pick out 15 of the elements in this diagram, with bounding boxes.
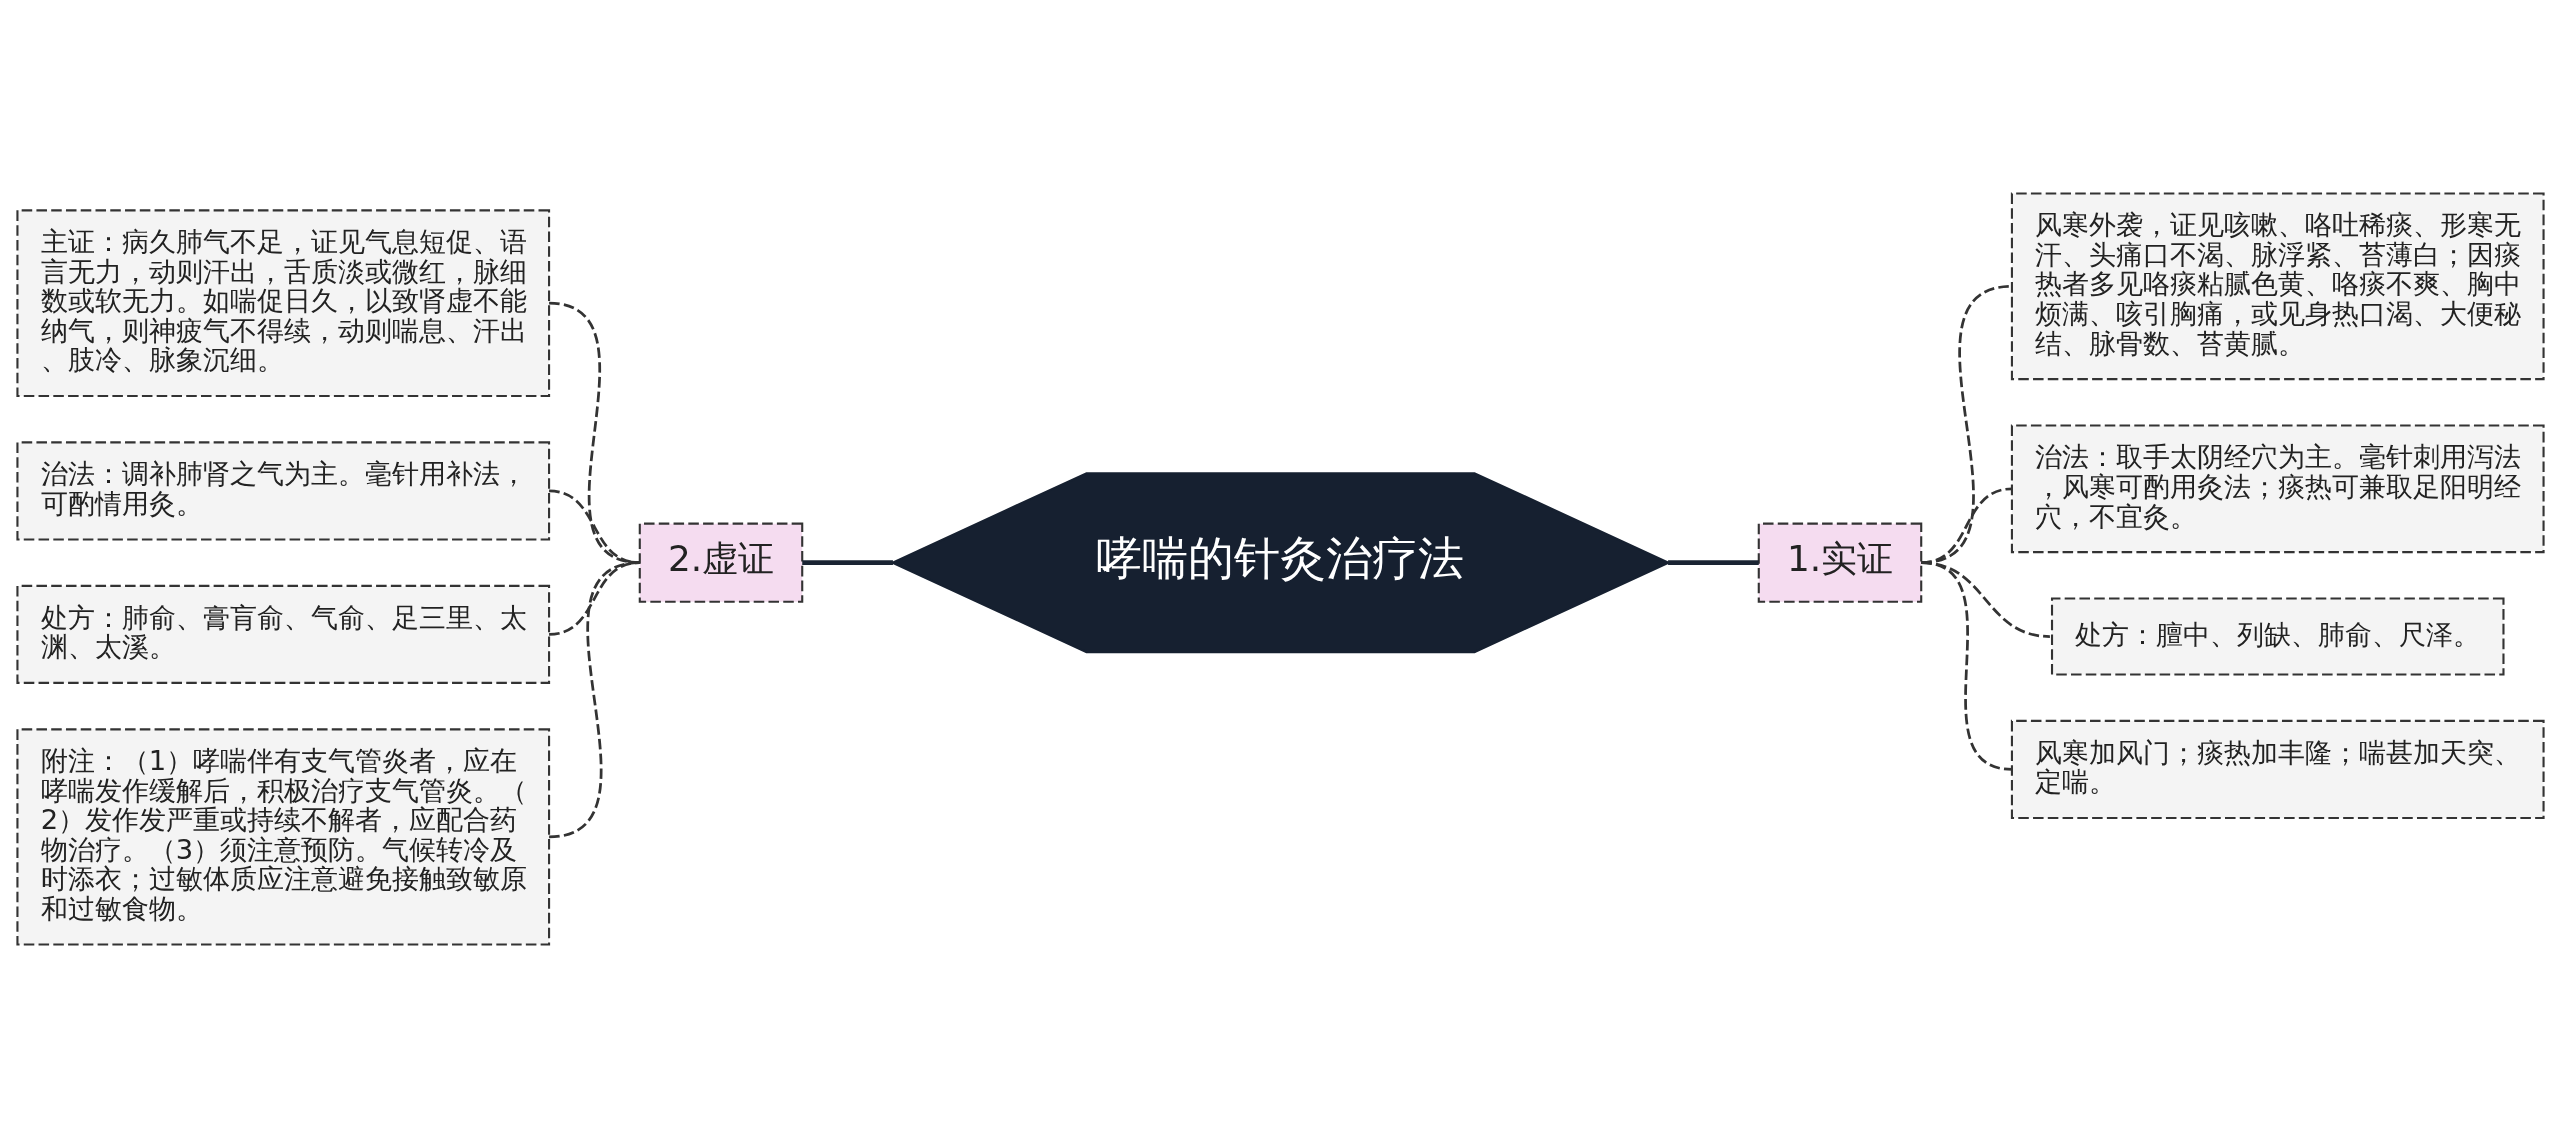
node-box: 治法：取手太阴经穴为主。毫针刺用泻法，风寒可酌用灸法；痰热可兼取足阳明经穴，不宜灸。: [2010, 424, 2545, 553]
connector: [1920, 560, 2012, 771]
node-box: 1.实证: [1757, 522, 1922, 603]
node-box: 风寒外袭，证见咳嗽、咯吐稀痰、形寒无汗、头痛口不渴、脉浮紧、苔薄白；因痰热者多见咯痰粘腻色黄、咯痰不爽、胸中烦满、咳引胸痛，或见身热口渴、大便秘结、脉骨数、苔黄腻。: [2010, 191, 2545, 380]
node-box: 主证：病久肺气不足，证见气息短促、语言无力，动则汗出，舌质淡或微红，脉细数或软无力。如喘促日久，以致肾虚不能纳气，则神疲气不得续，动则喘息、汗出、肢冷、脉象沉细。: [15, 208, 550, 397]
node-box: 治法：调补肺肾之气为主。毫针用补法，可酌情用灸。: [15, 440, 550, 541]
node-box: 风寒加风门；痰热加丰隆；喘甚加天突、定喘。: [2010, 719, 2545, 819]
node-box: 附注：（1）哮喘伴有支气管炎者，应在哮喘发作缓解后，积极治疗支气管炎。（2）发作发严重或持续不解者，应配合药物治疗。（3）须注意预防。气候转冷及时添衣；过敏体质应注意避免接触致敏原和过敏食物。: [15, 727, 550, 946]
node-box: 2.虚证: [638, 522, 803, 603]
node-box: 处方：膻中、列缺、肺俞、尺泽。: [2050, 596, 2505, 676]
connector: [548, 560, 640, 636]
connector: [801, 559, 893, 565]
connector: [548, 560, 640, 838]
connector: [1667, 559, 1759, 565]
node-box: 处方：肺俞、膏肓俞、气俞、足三里、太渊、太溪。: [15, 584, 550, 684]
